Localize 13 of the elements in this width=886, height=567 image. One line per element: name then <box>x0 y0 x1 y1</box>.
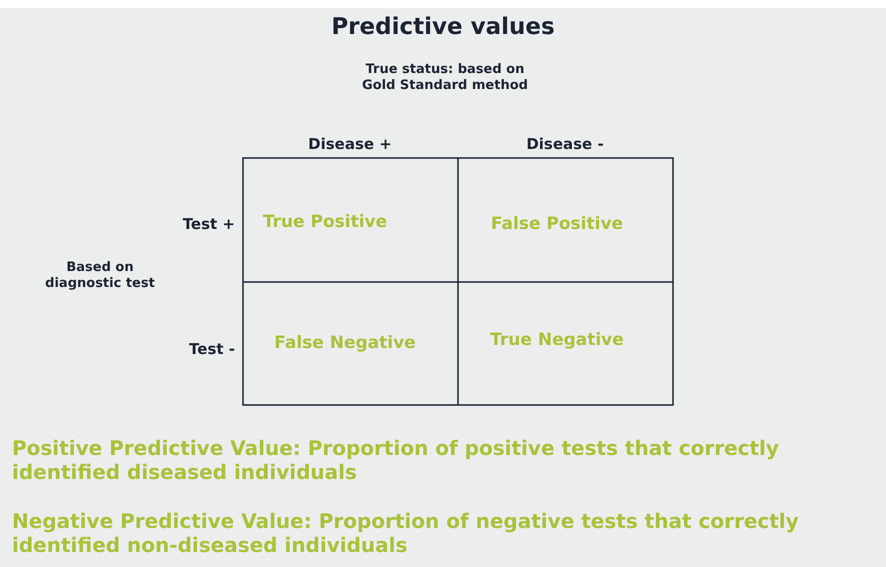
column-group-header: True status: based on Gold Standard method <box>361 62 529 94</box>
outcome-label: False Positive <box>490 214 624 234</box>
row-header: Test - <box>188 340 235 358</box>
diagram-title: Predictive values <box>330 14 556 42</box>
outcome-label: True Negative <box>489 330 625 350</box>
definition-note: Positive Predictive Value: Proportion of positive tests that correctly identified diseased individuals <box>12 436 780 484</box>
column-header: Disease - <box>525 135 605 153</box>
row-group-header: Based on diagnostic test <box>44 260 156 292</box>
definition-note: Negative Predictive Value: Proportion of negative tests that correctly identified non-diseased individuals <box>12 509 800 557</box>
column-header: Disease + <box>307 135 393 153</box>
row-header: Test + <box>182 215 235 233</box>
outcome-label: True Positive <box>262 212 388 232</box>
outcome-label: False Negative <box>273 333 417 354</box>
